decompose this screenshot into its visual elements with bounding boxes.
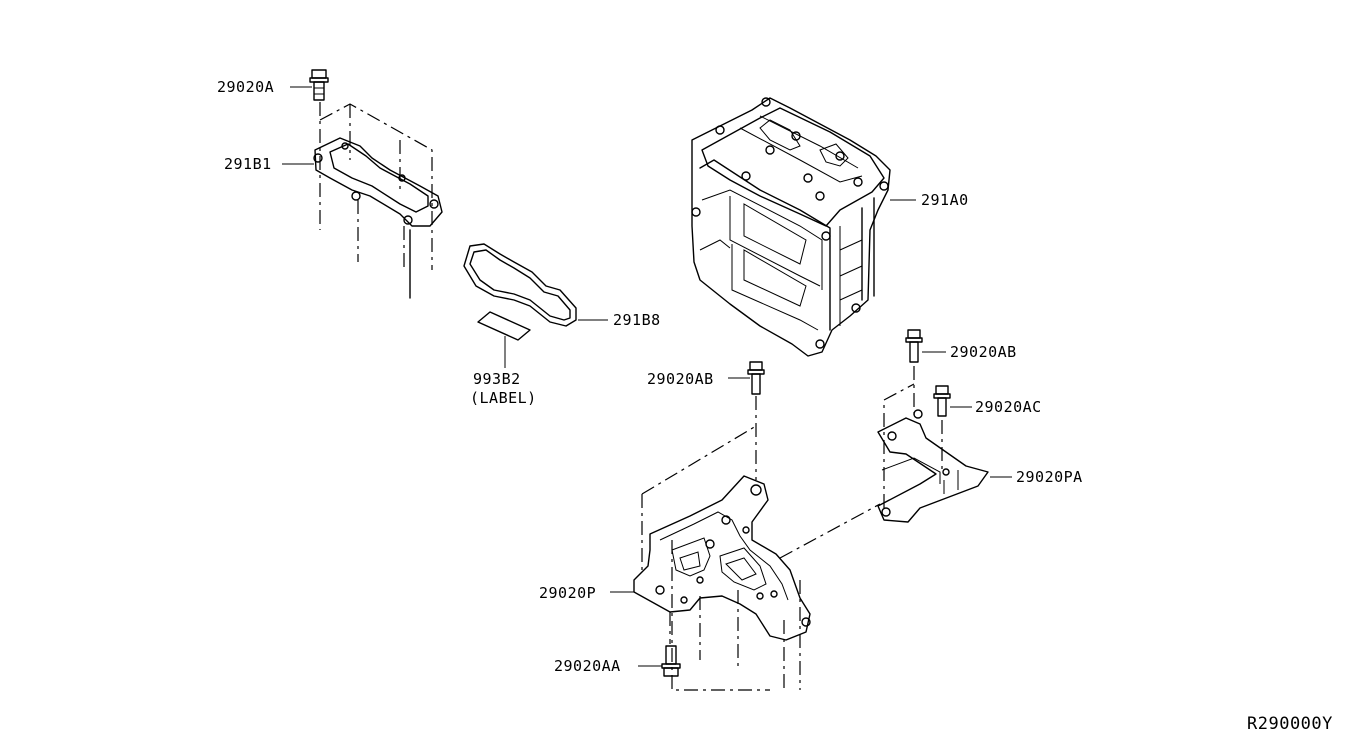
bolt-29020ab-top[interactable] <box>905 329 923 363</box>
label-29020a: 29020A <box>217 78 274 96</box>
cover-plate-291b1[interactable] <box>313 103 443 299</box>
inverter-assembly-291a0[interactable] <box>691 97 891 357</box>
label-29020ab-mid: 29020AB <box>647 370 714 388</box>
label-29020pa: 29020PA <box>1016 468 1083 486</box>
bolt-29020a[interactable] <box>309 69 329 101</box>
label-29020ac: 29020AC <box>975 398 1042 416</box>
label-29020aa: 29020AA <box>554 657 621 675</box>
bracket-29020p[interactable] <box>633 425 881 692</box>
gasket-291b8[interactable] <box>463 243 577 327</box>
label-291a0: 291A0 <box>921 191 969 209</box>
label-29020ab-top: 29020AB <box>950 343 1017 361</box>
diagram-code: R290000Y <box>1247 714 1333 734</box>
bracket-29020pa[interactable] <box>877 383 989 523</box>
label-993b2-sub: (LABEL) <box>470 389 537 407</box>
label-993b2: 993B2 <box>473 370 521 388</box>
bolt-29020ac[interactable] <box>933 385 951 417</box>
label-sticker-993b2[interactable] <box>477 311 531 341</box>
bolt-29020aa[interactable] <box>661 612 681 677</box>
label-291b8: 291B8 <box>613 311 661 329</box>
label-291b1: 291B1 <box>224 155 272 173</box>
bolt-29020ab-mid[interactable] <box>747 361 765 395</box>
label-29020p: 29020P <box>539 584 596 602</box>
